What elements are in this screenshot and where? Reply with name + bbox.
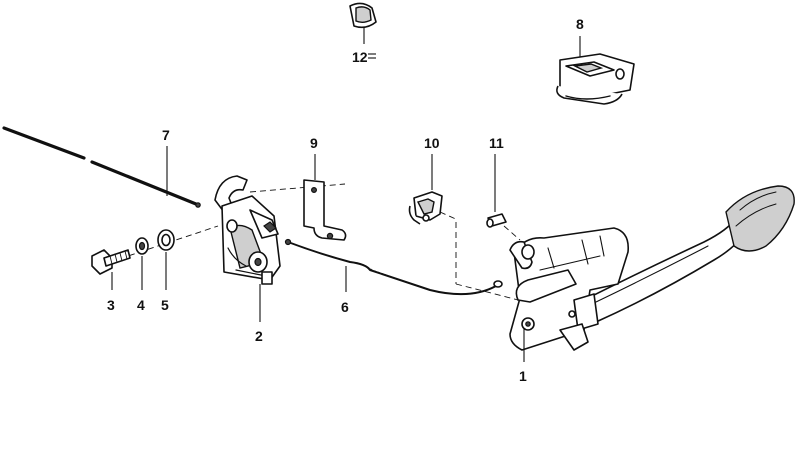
part-6-cable[interactable] [284, 238, 503, 296]
part-8-spring-clip[interactable] [556, 53, 635, 105]
part-4-washer[interactable] [135, 237, 149, 255]
callout-5: 5 [161, 297, 169, 313]
alignment-line-left [109, 225, 219, 263]
callout-12: 12 [352, 49, 368, 65]
callout-4: 4 [137, 297, 145, 313]
alignment-line-11 [503, 225, 521, 241]
callout-10: 10 [424, 135, 440, 151]
part-11-pin[interactable] [486, 213, 507, 228]
callout-3: 3 [107, 297, 115, 313]
callout-8: 8 [576, 16, 584, 32]
callout-6: 6 [341, 299, 349, 315]
part-10-clip[interactable] [408, 191, 443, 225]
alignment-line-10-to-pedal [455, 283, 519, 301]
callout-9: 9 [310, 135, 318, 151]
part-7-cable[interactable] [2, 126, 201, 208]
callout-2: 2 [255, 328, 263, 344]
callout-7: 7 [162, 127, 170, 143]
part-1-pedal-bracket[interactable] [509, 185, 795, 351]
alignment-line-top [249, 183, 346, 193]
part-9-bracket[interactable] [303, 179, 347, 241]
part-3-bolt[interactable] [91, 249, 131, 275]
part-5-ring[interactable] [157, 229, 175, 251]
callout-11: 11 [489, 135, 504, 151]
part-12-clip[interactable] [349, 2, 377, 29]
part-2-latch[interactable] [214, 175, 281, 285]
callout-1: 1 [519, 368, 527, 384]
alignment-line-10 [439, 211, 459, 221]
